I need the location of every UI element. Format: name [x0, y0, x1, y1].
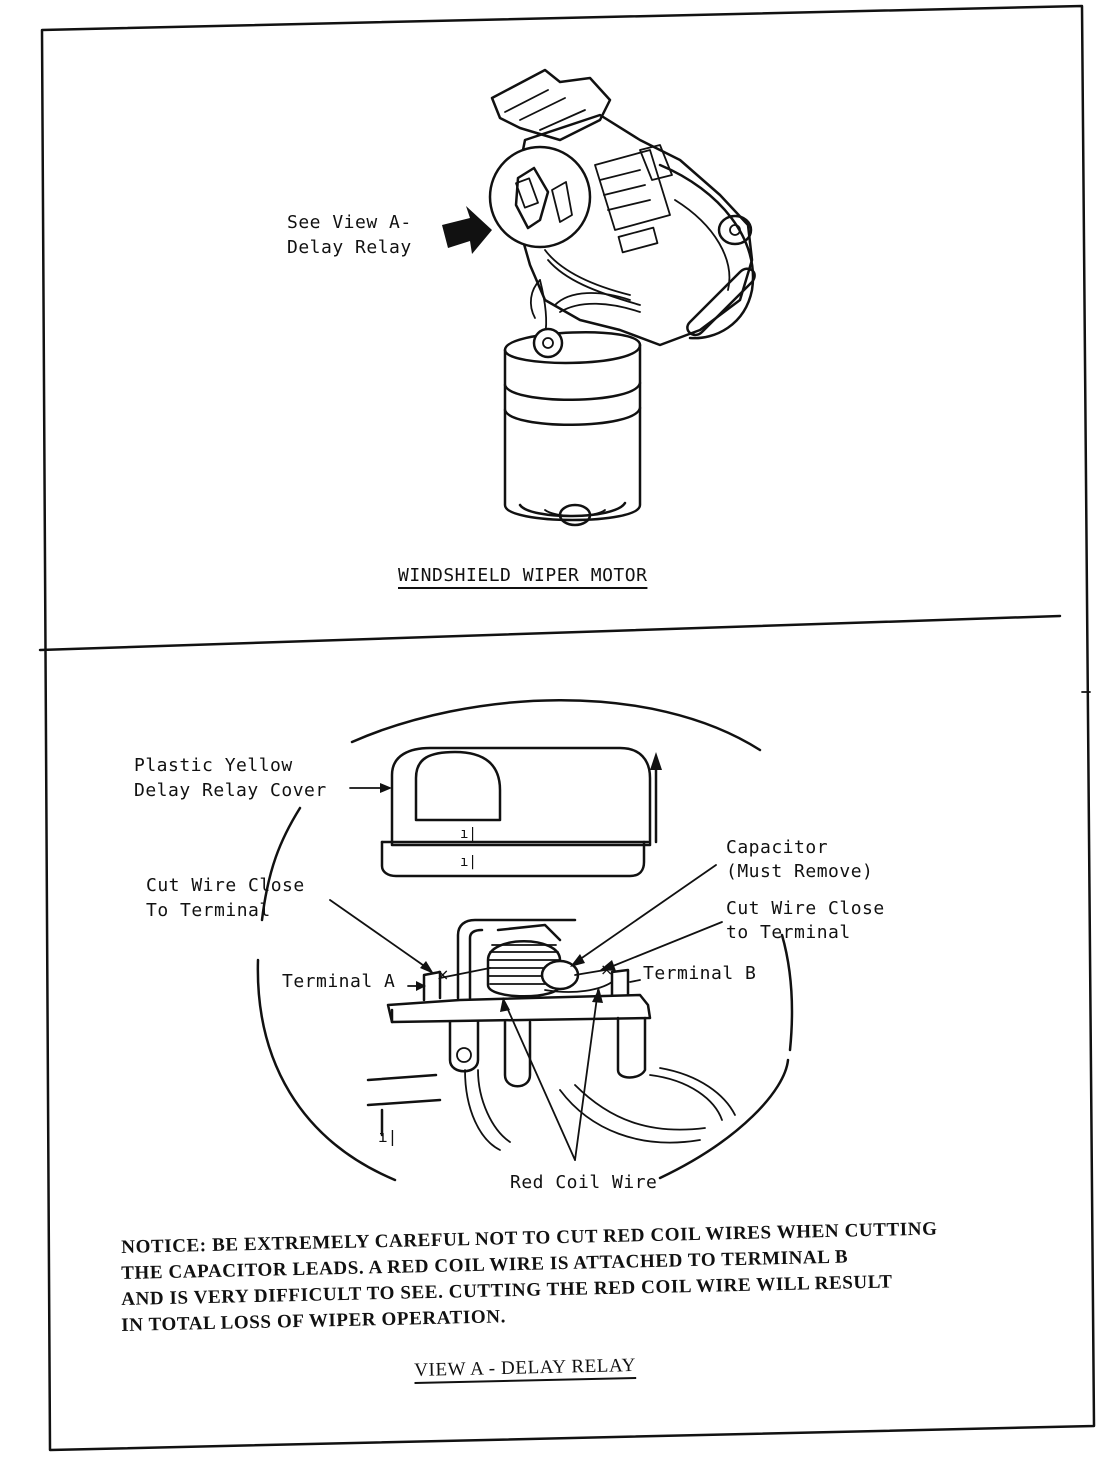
- terminal-a-label: Terminal A: [282, 971, 396, 992]
- cut-wire-right-label-line2: to Terminal: [726, 922, 851, 943]
- cut-wire-left-label-line1: Cut Wire Close: [146, 875, 305, 896]
- svg-text:×: ×: [436, 965, 449, 984]
- view-a-callout-line1: See View A-: [287, 212, 412, 233]
- red-coil-wire-label: Red Coil Wire: [510, 1172, 658, 1193]
- relay-cover-label-line1: Plastic Yellow: [134, 755, 293, 776]
- svg-text:ı|: ı|: [460, 854, 477, 870]
- delay-relay-illustration: ı| ı| × ×: [256, 699, 794, 1182]
- view-a-callout-line2: Delay Relay: [287, 237, 412, 258]
- relay-cover-label-line2: Delay Relay Cover: [134, 780, 327, 801]
- wiper-motor-caption: WINDSHIELD WIPER MOTOR: [398, 565, 648, 586]
- view-a-circle: [488, 145, 592, 249]
- outer-frame: [40, 4, 1096, 1452]
- cut-wire-left-label-line2: To Terminal: [146, 900, 271, 921]
- svg-text:ı|: ı|: [378, 1127, 397, 1146]
- wiper-motor-illustration: [488, 68, 756, 527]
- terminal-b-label: Terminal B: [643, 963, 757, 984]
- view-a-arrow: [442, 206, 492, 254]
- panel-divider: [38, 614, 1062, 652]
- relay-cover: [390, 746, 652, 847]
- cut-wire-right-label-line1: Cut Wire Close: [726, 898, 885, 919]
- svg-text:ı|: ı|: [460, 826, 477, 842]
- capacitor-label-line2: (Must Remove): [726, 861, 874, 882]
- capacitor-label-line1: Capacitor: [726, 837, 829, 858]
